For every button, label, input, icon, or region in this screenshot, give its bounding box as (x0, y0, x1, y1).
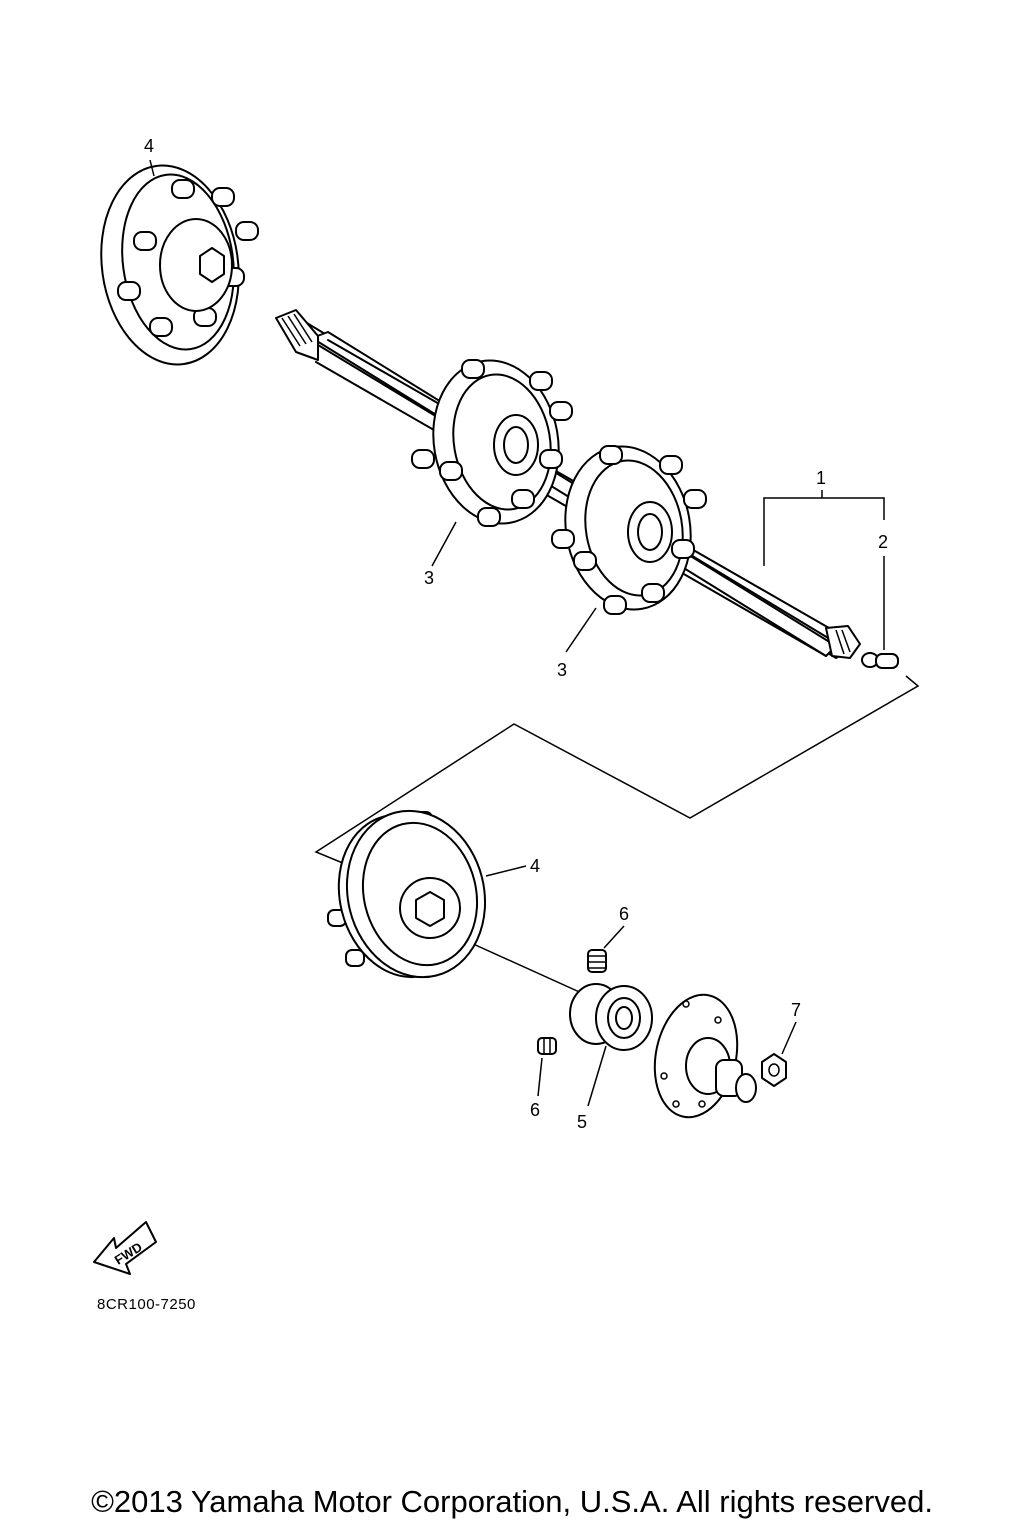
wheel-lower (327, 809, 487, 979)
callout-6-upper: 6 (619, 904, 629, 924)
assembly-line-upper (314, 675, 920, 867)
sprocket-wheel-upper (100, 164, 259, 366)
copyright-notice: ©2013 Yamaha Motor Corporation, U.S.A. A… (91, 1484, 933, 1519)
set-screw-upper (587, 949, 607, 973)
callout-4-upper: 4 (144, 136, 154, 156)
diagram-code: 8CR100-7250 (97, 1296, 196, 1313)
callout-4-lower: 4 (530, 856, 540, 876)
callout-3-b: 3 (557, 660, 567, 680)
callout-7: 7 (791, 1000, 801, 1020)
callout-5: 5 (577, 1112, 587, 1132)
drive-shaft (275, 309, 861, 659)
callout-1: 1 (816, 468, 826, 488)
forward-arrow-icon: FWD (93, 1221, 157, 1275)
hub-flange (653, 993, 757, 1119)
sprocket-middle-a (411, 359, 573, 527)
shaft-plug (861, 652, 899, 669)
set-screw-lower (537, 1037, 557, 1055)
callout-2: 2 (878, 532, 888, 552)
callout-6-lower: 6 (530, 1100, 540, 1120)
sprocket-middle-b (551, 445, 707, 615)
nut (761, 1053, 787, 1087)
callout-3-a: 3 (424, 568, 434, 588)
bearing (569, 983, 653, 1051)
